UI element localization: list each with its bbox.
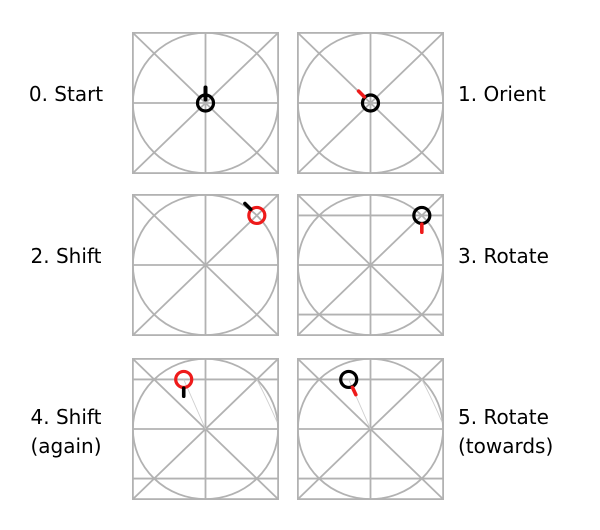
step-label-rotate-towards: 5. Rotate (towards) xyxy=(458,403,600,461)
pattern-circle xyxy=(297,358,444,500)
marker-tick-orient xyxy=(356,89,367,99)
step-label-line: 5. Rotate xyxy=(458,405,549,429)
pattern-circle xyxy=(297,32,444,174)
compass-pattern-start xyxy=(132,32,279,174)
compass-pattern-rotate xyxy=(297,194,444,336)
step-label-shift: 2. Shift xyxy=(0,242,132,271)
step-label-line: 3. Rotate xyxy=(458,244,549,268)
marker-tick-rotate-towards xyxy=(350,385,358,397)
pattern-circle xyxy=(132,194,279,336)
pattern-circle xyxy=(132,32,279,174)
trace-arc xyxy=(421,379,443,423)
panel-orient xyxy=(297,32,444,174)
marker-tick-shift xyxy=(243,201,253,212)
step-label-orient: 1. Orient xyxy=(458,80,600,109)
step-label-line: (again) xyxy=(30,434,102,458)
marker-ring-rotate-towards xyxy=(339,369,359,390)
compass-pattern-shift xyxy=(132,194,279,336)
step-label-line: 0. Start xyxy=(28,82,104,106)
pattern-circle xyxy=(132,358,279,500)
compass-pattern-rotate-towards xyxy=(297,358,444,500)
marker-ring-orient xyxy=(360,93,381,113)
panel-shift xyxy=(132,194,279,336)
step-label-line: 1. Orient xyxy=(458,82,546,106)
pattern-circle xyxy=(297,194,444,336)
panel-rotate xyxy=(297,194,444,336)
step-label-line: (towards) xyxy=(458,434,554,458)
panel-rotate-towards xyxy=(297,358,444,500)
marker-ring-shift xyxy=(247,205,267,226)
step-label-line: 2. Shift xyxy=(30,244,102,268)
step-label-line: 4. Shift xyxy=(30,405,102,429)
compass-pattern-orient xyxy=(297,32,444,174)
panel-shift-again xyxy=(132,358,279,500)
panel-start xyxy=(132,32,279,174)
trace-arc xyxy=(256,379,278,423)
step-label-shift-again: 4. Shift (again) xyxy=(0,403,132,461)
step-label-rotate: 3. Rotate xyxy=(458,242,600,271)
step-label-start: 0. Start xyxy=(0,80,132,109)
